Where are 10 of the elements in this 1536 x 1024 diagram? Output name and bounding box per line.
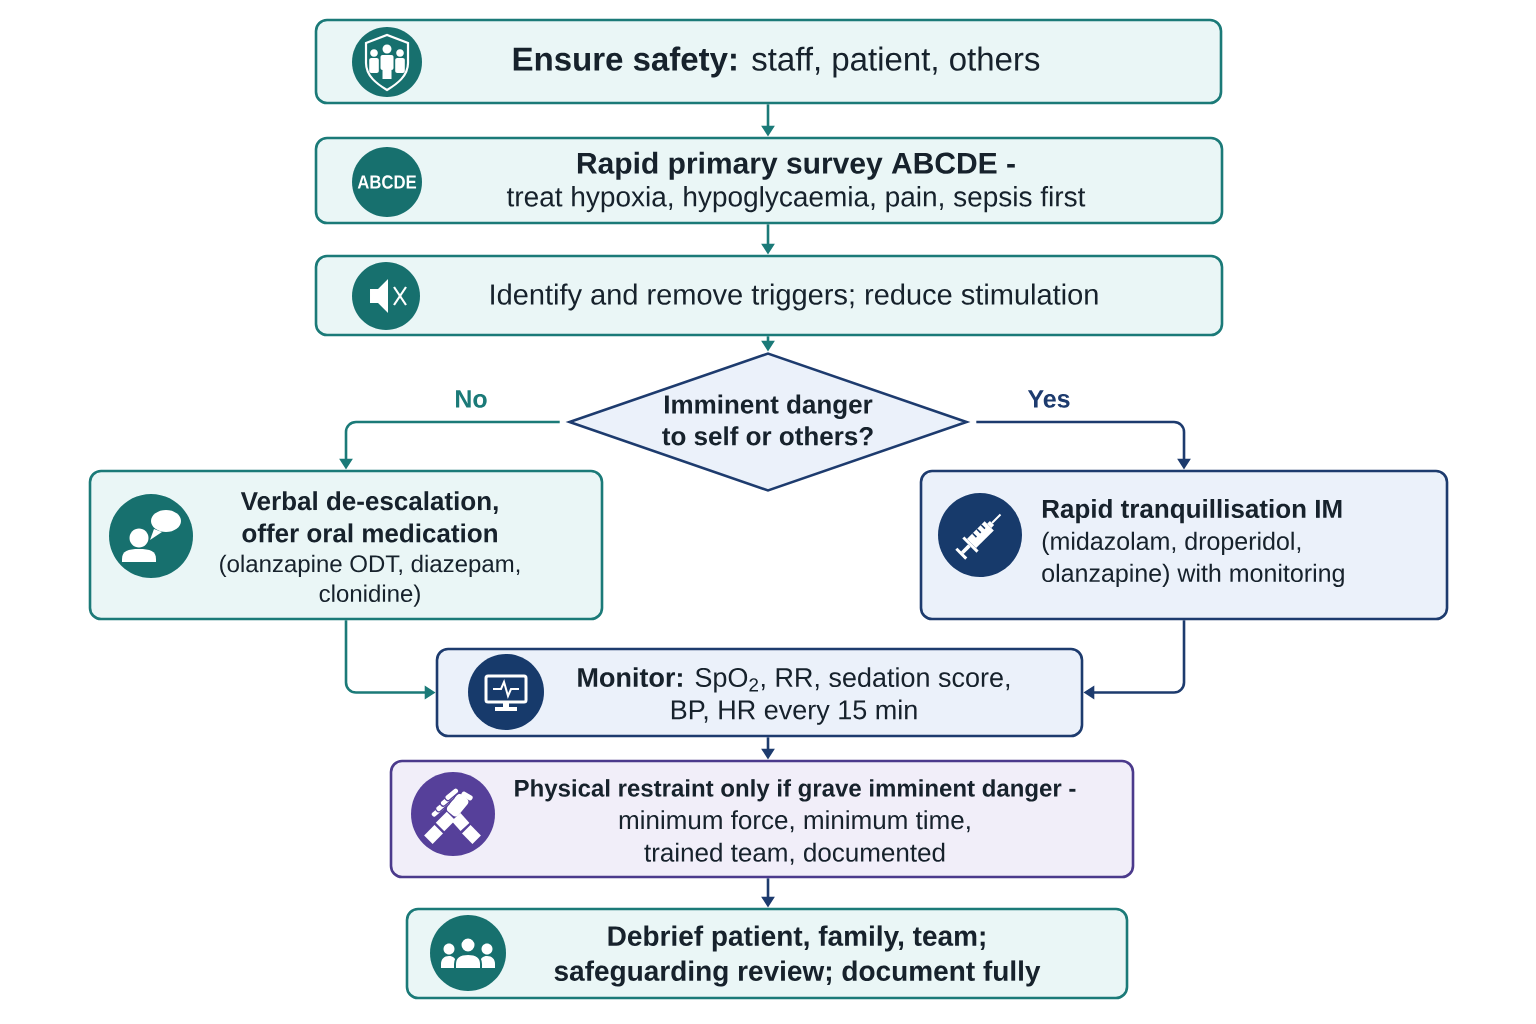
process-box: Rapid tranquillisation IM (midazolam, droperidol, olanzapine) with monitoring <box>919 469 1449 621</box>
process-box: Debrief patient, family, team; safeguarding review; document fully <box>405 907 1129 1000</box>
process-box: Verbal de-escalation, offer oral medication (olanzapine ODT, diazepam, clonidine) <box>88 469 604 621</box>
process-box: Monitor: SpO$_{2}$, RR, sedation score, BP, HR every 15 min <box>435 647 1084 738</box>
abbreviation-badge: ABCDE <box>352 147 422 217</box>
edge-label: No <box>456 390 487 408</box>
process-box: Identify and remove triggers; reduce stimulation <box>314 254 1224 337</box>
process-box: Physical restraint only if grave imminent danger - minimum force, minimum time, trained team, documented <box>389 759 1135 879</box>
edge-label: Yes <box>1027 390 1070 408</box>
process-box: Ensure safety: staff, patient, others <box>314 18 1223 105</box>
